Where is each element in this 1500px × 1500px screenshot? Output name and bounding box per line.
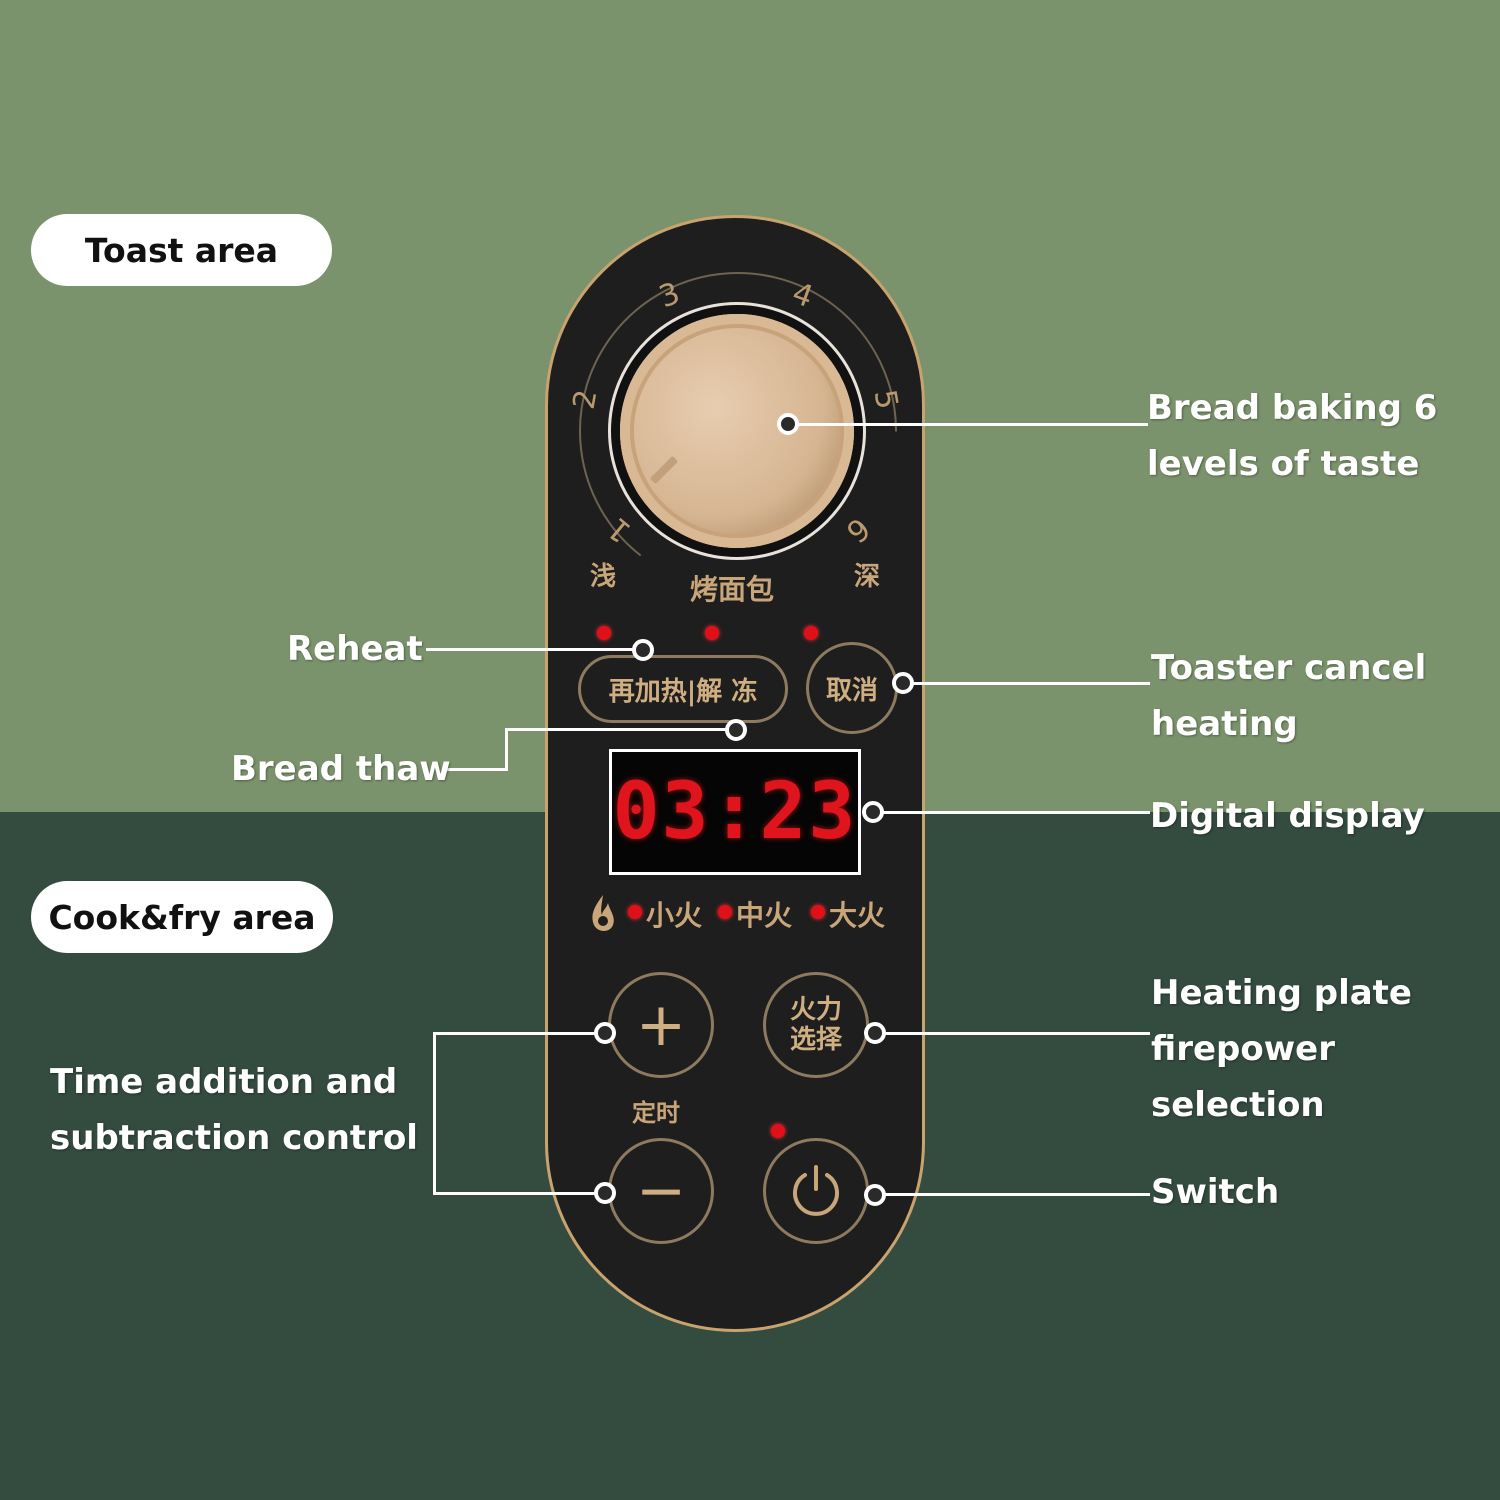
callout-heating-plate-line3: selection bbox=[1151, 1085, 1325, 1125]
dial-scale-arc bbox=[579, 272, 898, 590]
callout-line-reheat bbox=[426, 648, 636, 651]
callout-node-plus bbox=[594, 1022, 616, 1044]
plus-icon: + bbox=[635, 990, 687, 1060]
callout-line-bread-baking bbox=[798, 423, 1148, 426]
callout-line-thaw-a bbox=[446, 768, 508, 771]
display-time: 03:23 bbox=[612, 767, 858, 857]
led-mid-fire bbox=[718, 905, 732, 919]
toast-level-knob[interactable] bbox=[620, 314, 854, 548]
callout-line-time-bottom bbox=[433, 1192, 603, 1195]
dial-title: 烤面包 bbox=[690, 573, 775, 606]
callout-time-control-line1: Time addition and bbox=[50, 1062, 398, 1102]
led-power bbox=[771, 1124, 785, 1138]
callout-toaster-cancel-line2: heating bbox=[1151, 704, 1298, 744]
flame-icon bbox=[592, 895, 614, 931]
timer-label: 定时 bbox=[632, 1099, 680, 1127]
dial-dark-label: 深 bbox=[854, 562, 881, 592]
callout-bread-baking-line2: levels of taste bbox=[1147, 444, 1420, 484]
fire-select-line1: 火力 bbox=[789, 995, 842, 1025]
power-icon bbox=[793, 1165, 839, 1216]
fire-level-mid: 中火 bbox=[736, 899, 793, 932]
cookfry-area-label: Cook&fry area bbox=[48, 897, 316, 937]
callout-line-display bbox=[880, 811, 1150, 814]
digital-display: 03:23 bbox=[609, 749, 861, 875]
callout-node-thaw bbox=[725, 719, 747, 741]
fire-level-low: 小火 bbox=[646, 899, 703, 932]
reheat-thaw-label: 再加热|解 冻 bbox=[608, 676, 758, 707]
callout-node-cancel bbox=[892, 672, 914, 694]
callout-node-minus bbox=[594, 1182, 616, 1204]
callout-line-thaw-b bbox=[505, 728, 508, 771]
callout-time-control: Time addition and subtraction control bbox=[50, 1054, 418, 1166]
callout-line-thaw-c bbox=[505, 728, 731, 731]
led-high-fire bbox=[811, 905, 825, 919]
callout-switch: Switch bbox=[1151, 1172, 1280, 1212]
callout-node-display bbox=[862, 801, 884, 823]
callout-heating-plate-line2: firepower bbox=[1151, 1029, 1335, 1069]
callout-line-switch bbox=[884, 1193, 1150, 1196]
led-low-fire bbox=[628, 905, 642, 919]
callout-heating-plate: Heating plate firepower selection bbox=[1151, 965, 1412, 1133]
cancel-label: 取消 bbox=[825, 675, 878, 706]
callout-bread-thaw: Bread thaw bbox=[231, 749, 451, 789]
callout-node-fire-select bbox=[864, 1022, 886, 1044]
dial-light-label: 浅 bbox=[590, 562, 617, 592]
cookfry-area-pill: Cook&fry area bbox=[31, 881, 333, 953]
fire-level-high: 大火 bbox=[829, 899, 886, 932]
power-button[interactable] bbox=[763, 1138, 869, 1244]
callout-bread-baking-line1: Bread baking 6 bbox=[1147, 388, 1438, 428]
callout-bread-baking: Bread baking 6 levels of taste bbox=[1147, 380, 1437, 492]
callout-time-control-line2: subtraction control bbox=[50, 1118, 418, 1158]
fire-select-line2: 选择 bbox=[789, 1025, 842, 1055]
led-cancel bbox=[804, 626, 818, 640]
toast-area-label: Toast area bbox=[84, 230, 279, 270]
callout-digital-display: Digital display bbox=[1150, 796, 1425, 836]
fire-select-button[interactable]: 火力 选择 bbox=[763, 972, 869, 1078]
time-plus-button[interactable]: + bbox=[608, 972, 714, 1078]
callout-node-bread-baking bbox=[777, 413, 799, 435]
callout-reheat: Reheat bbox=[287, 629, 423, 669]
time-minus-button[interactable]: − bbox=[608, 1138, 714, 1244]
callout-toaster-cancel: Toaster cancel heating bbox=[1151, 640, 1426, 752]
callout-line-time-top bbox=[433, 1032, 603, 1035]
minus-icon: − bbox=[635, 1156, 687, 1226]
callout-line-fire-select bbox=[884, 1032, 1150, 1035]
cancel-button[interactable]: 取消 bbox=[806, 642, 898, 734]
callout-node-reheat bbox=[632, 639, 654, 661]
toast-area-pill: Toast area bbox=[31, 214, 332, 286]
callout-heating-plate-line1: Heating plate bbox=[1151, 973, 1412, 1013]
callout-node-switch bbox=[864, 1184, 886, 1206]
callout-line-time-vert bbox=[433, 1032, 436, 1195]
callout-line-cancel bbox=[912, 682, 1150, 685]
callout-toaster-cancel-line1: Toaster cancel bbox=[1151, 648, 1427, 688]
led-thaw bbox=[705, 626, 719, 640]
led-reheat bbox=[597, 626, 611, 640]
reheat-thaw-button[interactable]: 再加热|解 冻 bbox=[578, 655, 788, 723]
